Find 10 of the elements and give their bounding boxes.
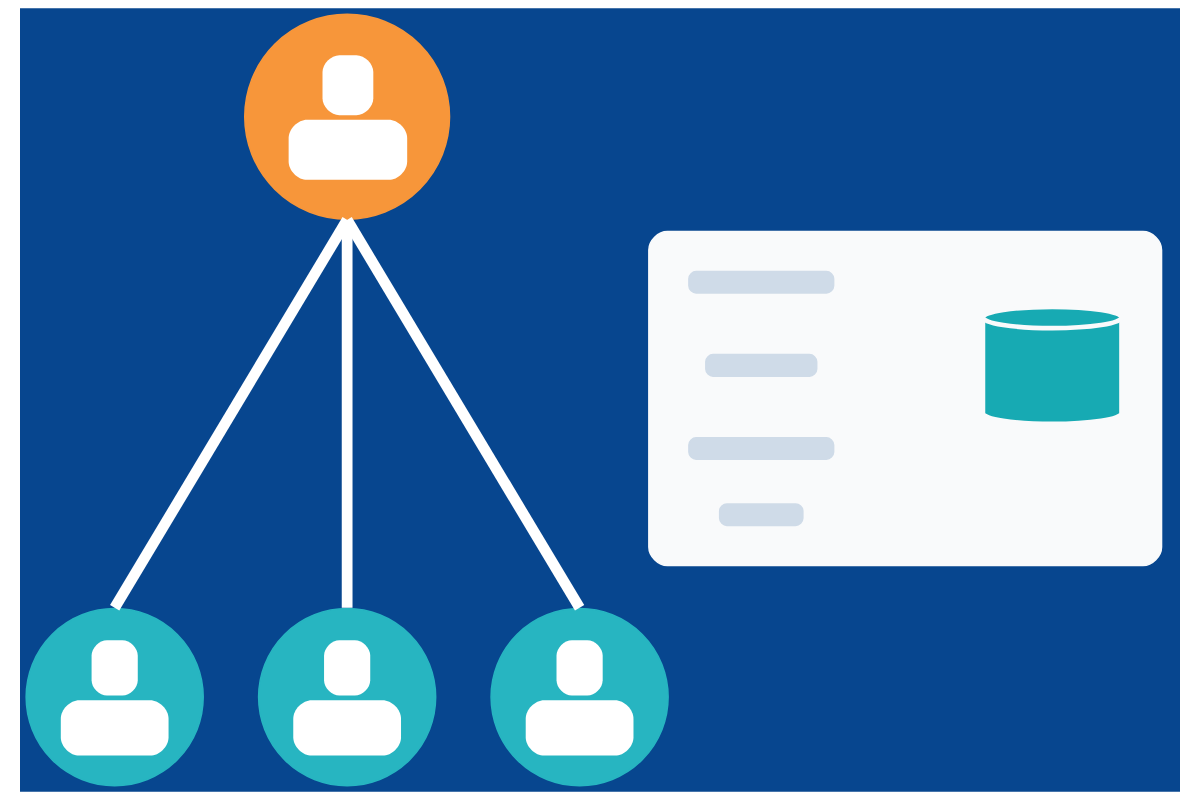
node-person: [257, 607, 437, 787]
node-person: [244, 13, 451, 220]
node-bar: [688, 270, 835, 294]
node-bar: [705, 353, 818, 377]
connector: [342, 217, 585, 611]
node-person: [25, 607, 204, 787]
node-person: [490, 607, 669, 787]
node-bar: [688, 436, 835, 461]
node-bar: [718, 503, 804, 527]
connector: [110, 217, 352, 611]
